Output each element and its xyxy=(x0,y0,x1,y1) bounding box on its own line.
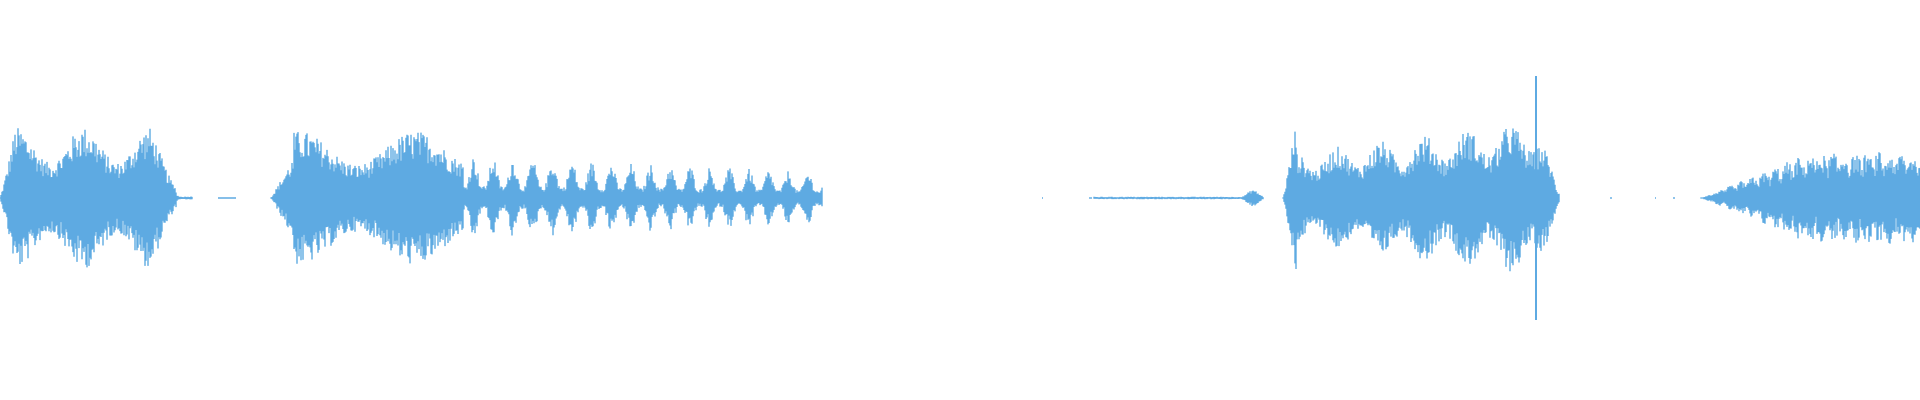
waveform-body xyxy=(0,128,1920,272)
waveform-strokes xyxy=(0,76,1920,320)
